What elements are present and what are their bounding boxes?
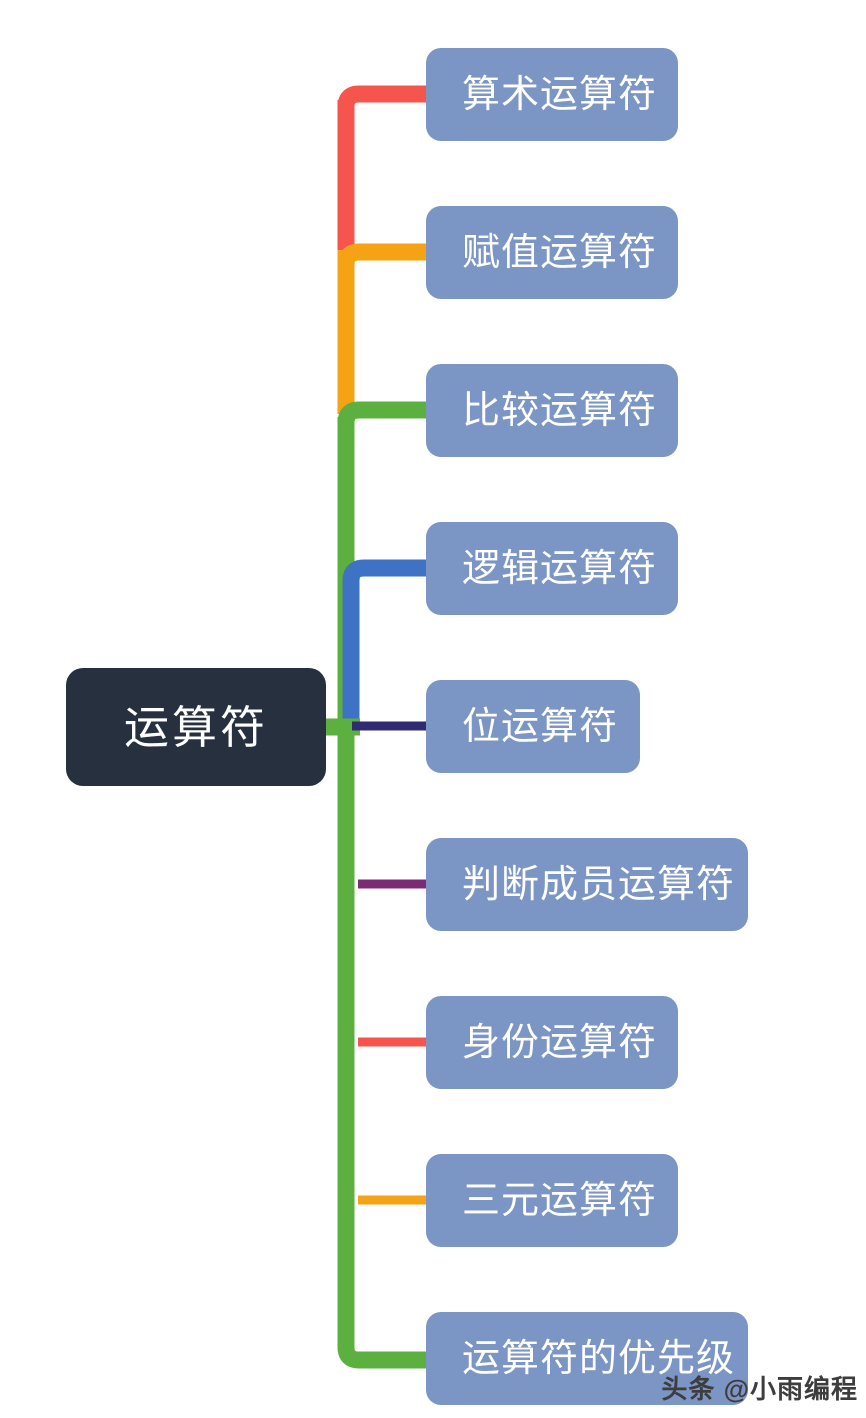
connector-compare — [337, 401, 432, 470]
node-arithmetic-operators[interactable]: 算术运算符 — [426, 48, 678, 141]
node-identity-operators[interactable]: 身份运算符 — [426, 996, 678, 1089]
node-label: 算术运算符 — [462, 73, 658, 116]
connector-logical — [342, 559, 432, 727]
node-label: 赋值运算符 — [462, 231, 658, 274]
node-label: 比较运算符 — [462, 389, 658, 432]
connector-arithmetic — [337, 85, 432, 180]
trunk-segment-green — [337, 417, 432, 1369]
node-label: 身份运算符 — [462, 1021, 658, 1064]
node-bitwise-operators[interactable]: 位运算符 — [426, 680, 640, 773]
node-comparison-operators[interactable]: 比较运算符 — [426, 364, 678, 457]
root-node[interactable]: 运算符 — [66, 668, 326, 786]
node-label: 判断成员运算符 — [462, 863, 736, 906]
connector-assignment — [337, 243, 432, 330]
node-operator-precedence[interactable]: 运算符的优先级 — [426, 1312, 748, 1405]
node-ternary-operators[interactable]: 三元运算符 — [426, 1154, 678, 1247]
node-label: 位运算符 — [462, 705, 619, 748]
node-assignment-operators[interactable]: 赋值运算符 — [426, 206, 678, 299]
node-label: 三元运算符 — [462, 1179, 658, 1222]
node-logical-operators[interactable]: 逻辑运算符 — [426, 522, 678, 615]
node-label: 逻辑运算符 — [462, 547, 658, 590]
node-label: 运算符的优先级 — [462, 1337, 736, 1380]
node-membership-operators[interactable]: 判断成员运算符 — [426, 838, 748, 931]
root-node-label: 运算符 — [123, 701, 268, 753]
watermark: 头条 @小雨编程 — [661, 1374, 858, 1404]
